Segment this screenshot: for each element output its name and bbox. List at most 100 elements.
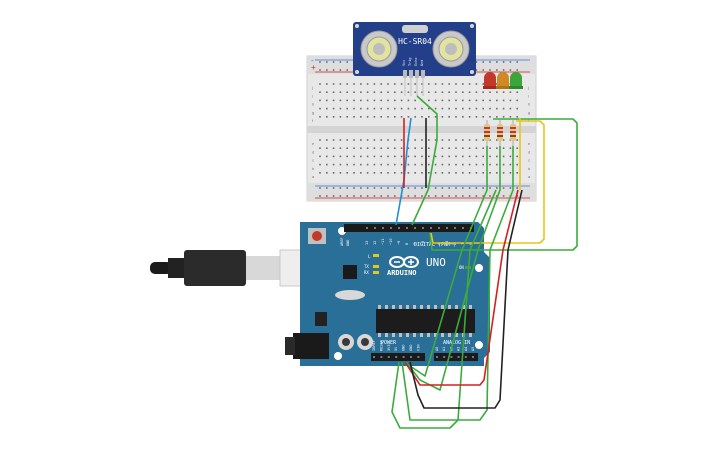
gnd-label: GND [346,240,350,246]
mount-hole [334,352,342,360]
led-red[interactable] [483,72,497,89]
brand-label: ARDUINO [387,269,417,277]
sensor-pin-gnd[interactable] [421,70,425,78]
sensor-pin-labels: Vcc Trig Echo Gnd [402,58,424,66]
pin-label: 4 [437,243,441,245]
pin-label: 0 [469,243,473,245]
analog-header[interactable] [434,353,478,361]
rx-led [373,271,379,274]
svg-text:Vcc: Vcc [402,60,406,66]
pin-label: 5V [394,346,398,351]
pin-label: ~9 [397,241,401,245]
voltage-regulator [315,312,327,326]
sensor-model-label: HC-SR04 [398,37,432,46]
analog-label: ANALOG IN [443,340,470,346]
row-letter: e [312,141,315,146]
resistor-2[interactable] [497,120,503,146]
led-green[interactable] [509,72,523,89]
row-letter: i [312,93,313,98]
pin-label: A0 [435,347,439,351]
wire-green-3[interactable] [401,146,514,421]
pin-label: A1 [442,347,446,351]
row-letter: d [312,149,314,154]
wire-red-5v[interactable] [404,189,519,386]
sensor-pin-trig[interactable] [409,70,413,78]
row-letter: b [528,166,531,171]
reset-button[interactable] [308,228,326,244]
sensor-crystal [402,25,428,33]
resistor-3[interactable] [510,120,516,146]
pin-label: GND [402,345,406,352]
power-header[interactable] [371,353,425,361]
row-letter: e [528,141,531,146]
pin-label: A3 [457,347,461,351]
usb-chip [343,265,357,279]
row-letter: a [528,174,531,179]
aref-label: AREF [340,238,344,246]
mount-hole [475,341,483,349]
row-letter: j [527,85,529,90]
led-orange[interactable] [496,72,510,89]
row-letter: c [312,158,314,163]
power-label: POWER [381,340,397,346]
l-led-label: L [368,254,371,259]
arduino-logo [389,256,419,268]
pin-label: 8 [405,243,409,245]
pin-label: 12 [373,241,377,245]
row-letter: a [312,174,315,179]
pin-label: ~11 [381,239,385,246]
pin-label: A5 [471,347,475,351]
row-letter: h [312,102,314,107]
row-letter: c [528,158,530,163]
wire-green-2[interactable] [405,146,501,391]
wire-green-1[interactable] [403,146,488,377]
pin-label: 2 [453,243,457,245]
mount-hole [475,264,483,272]
row-letter: g [312,110,314,115]
pin-label: ~10 [389,239,393,246]
pin-label: GND [409,345,413,352]
tx-led [373,265,379,268]
l-led [373,254,379,257]
rail-minus-label: - [311,56,314,65]
model-label: UNO [426,256,446,269]
pin-label: 3V3 [387,345,391,352]
wire-green-echo[interactable] [411,95,438,226]
row-letter: f [312,118,314,123]
row-letter: i [528,93,529,98]
wires[interactable] [391,95,578,429]
power-jack[interactable] [293,333,329,359]
sensor-transducer-right [432,30,470,68]
wire-black-gnd[interactable] [409,189,523,409]
pin-label: RESET [379,339,383,351]
usb-cable[interactable] [150,249,303,287]
sensor-pin-vcc[interactable] [403,70,407,78]
on-label: ON [459,265,464,270]
chip-legs [378,305,472,337]
ultrasonic-sensor[interactable]: HC-SR04 Vcc Trig Echo Gnd [353,22,476,96]
pin-label: IOREF [372,340,376,351]
pin-label: 7 [413,243,417,245]
svg-text:Trig: Trig [408,58,412,66]
row-letter: g [528,110,530,115]
wire-green-loop[interactable] [429,118,578,251]
row-letter: b [312,166,315,171]
pin-label: ~6 [421,241,425,245]
sensor-pin-echo[interactable] [415,70,419,78]
digital-header[interactable] [344,224,474,232]
pin-label: 1 [461,243,465,245]
wire-yellow-loop[interactable] [430,120,545,244]
wire-blue[interactable] [395,117,412,226]
pin-label: 13 [365,241,369,245]
crystal [335,290,365,300]
row-letter: h [528,102,530,107]
atmega-chip [376,309,475,333]
wire-green-4[interactable] [391,189,497,429]
digital-label: DIGITAL (PWM~) [414,242,456,248]
tx-label: TX [364,264,369,269]
resistor-1[interactable] [484,120,490,146]
row-letter: j [311,85,313,90]
